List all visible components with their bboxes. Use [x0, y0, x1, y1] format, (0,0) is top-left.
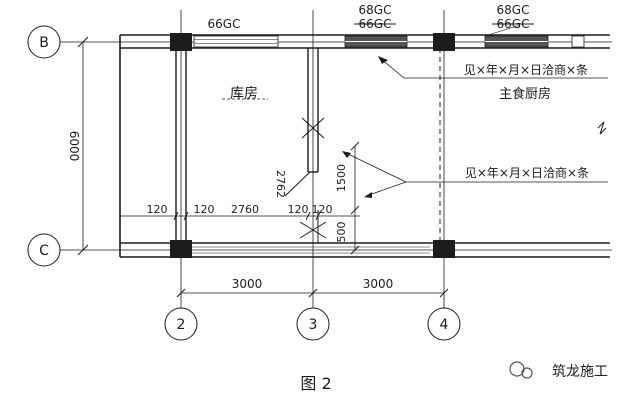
axis-label-2: 2 [177, 317, 186, 333]
dimension-labels: 6000 3000 3000 120 120 2760 120 120 1500… [67, 131, 393, 291]
leader-mid-a [343, 151, 407, 183]
dim-tick-3000-a [176, 288, 186, 298]
dim-label-120-b: 120 [194, 203, 215, 216]
column-b2 [170, 33, 192, 51]
windows [192, 35, 585, 254]
dim-label-120-d: 120 [312, 203, 333, 216]
dimension-lines [77, 36, 449, 298]
axis-label-b: B [39, 35, 49, 51]
window-labels: 66GC 68GC 66GC 68GC 66GC [208, 3, 534, 31]
axis-label-3: 3 [309, 317, 318, 333]
x-mark-1b [301, 117, 325, 139]
leader-mid-arrow-a [342, 151, 351, 158]
columns [170, 33, 455, 258]
axis-bubbles: B C 2 3 4 [27, 25, 461, 341]
dim-label-6000: 6000 [67, 131, 81, 162]
dim-tick-door-mid [350, 205, 360, 215]
walls [119, 34, 610, 258]
room-label-storage: 库房 [230, 86, 258, 102]
note-mid: 见×年×月×日洽商×条 [465, 165, 589, 180]
dim-tick-door-bottom [350, 245, 360, 255]
dim-label-3000-right: 3000 [363, 277, 394, 291]
leader-mid-b [365, 181, 407, 197]
column-c2 [170, 240, 192, 258]
notes: 见×年×月×日洽商×条 见×年×月×日洽商×条 [464, 62, 589, 180]
dim-label-2760: 2760 [231, 203, 259, 216]
door-details [284, 117, 327, 243]
dim-tick-6000-top [77, 36, 89, 48]
axis-bubble-4 [427, 307, 461, 341]
leader-lines [342, 24, 608, 198]
dim-label-120-a: 120 [147, 203, 168, 216]
leader-top-note [379, 57, 608, 79]
dim-tick-inner-c [305, 211, 311, 221]
dim-label-2762: 2762 [274, 170, 287, 198]
window-right-small [571, 35, 585, 48]
leader-top-arrow [378, 56, 388, 64]
figure-caption: 图 2 [300, 374, 331, 393]
watermark-text: 筑龙施工 [552, 364, 608, 380]
break-mark [597, 121, 607, 135]
room-labels: 库房 主食厨房 [222, 86, 551, 102]
dim-tick-3000-b [308, 288, 318, 298]
window-label-66gc: 66GC [208, 17, 241, 31]
dim-label-120-c: 120 [288, 203, 309, 216]
axis-label-4: 4 [440, 317, 449, 333]
dim-label-3000-left: 3000 [232, 277, 263, 291]
room-label-kitchen: 主食厨房 [499, 86, 551, 102]
leader-mid-arrow-b [364, 192, 372, 198]
dim-tick-3000-c [439, 288, 449, 298]
axis-bubble-3 [296, 307, 330, 341]
dim-tick-inner-d [315, 211, 321, 221]
note-top: 见×年×月×日洽商×条 [464, 62, 588, 77]
dim-tick-inner-a [173, 211, 179, 221]
axis-bubble-2 [164, 307, 198, 341]
dim-tick-inner-b [183, 211, 189, 221]
dim-label-500: 500 [335, 222, 348, 243]
watermark-logo-bubble-b [521, 367, 533, 379]
window-label-68gc-b: 68GC [497, 3, 530, 17]
axis-label-c: C [39, 243, 49, 259]
dim-tick-door-top [350, 141, 360, 151]
column-b4 [433, 33, 455, 51]
axis-lines [70, 10, 612, 310]
dim-tick-6000-bottom [77, 244, 89, 256]
dim-label-1500: 1500 [335, 164, 348, 192]
watermark: 筑龙施工 [509, 361, 608, 380]
column-c4 [433, 240, 455, 258]
watermark-logo [509, 361, 533, 379]
leader-window-b [484, 24, 521, 37]
window-66gc [193, 35, 279, 48]
x-mark-2b [299, 221, 327, 239]
window-label-68gc-a: 68GC [359, 3, 392, 17]
door-swing [284, 171, 311, 197]
